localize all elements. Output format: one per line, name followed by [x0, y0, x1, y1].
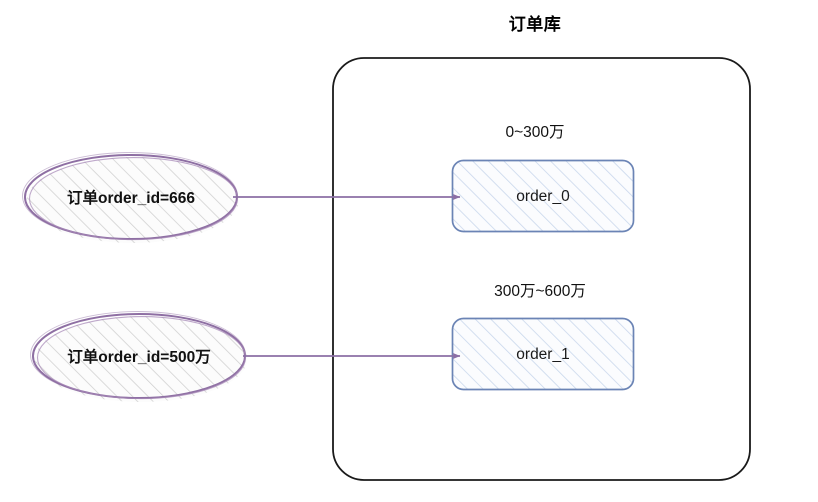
shard-range-label-1: 300万~600万	[494, 283, 586, 300]
shard-box-order_0[interactable]	[451, 159, 635, 233]
shard-range-label-0: 0~300万	[505, 124, 565, 141]
page-title-text: 订单库	[508, 15, 562, 34]
shard-0-fill	[452, 160, 634, 232]
ellipse-0-border-sketch-2	[22, 152, 238, 240]
shard-box-order_1[interactable]	[451, 317, 635, 391]
ellipse-1-border-sketch-2	[30, 311, 246, 399]
order-database-container[interactable]	[332, 57, 751, 481]
page-title: 订单库	[0, 10, 818, 35]
request-ellipse-order_id-666[interactable]	[22, 152, 240, 244]
ellipse-1-fill	[35, 316, 247, 402]
container-border	[332, 57, 751, 481]
ellipse-0-fill	[27, 157, 239, 243]
request-ellipse-order_id-500wan[interactable]	[30, 311, 248, 403]
shard-1-fill	[452, 318, 634, 390]
